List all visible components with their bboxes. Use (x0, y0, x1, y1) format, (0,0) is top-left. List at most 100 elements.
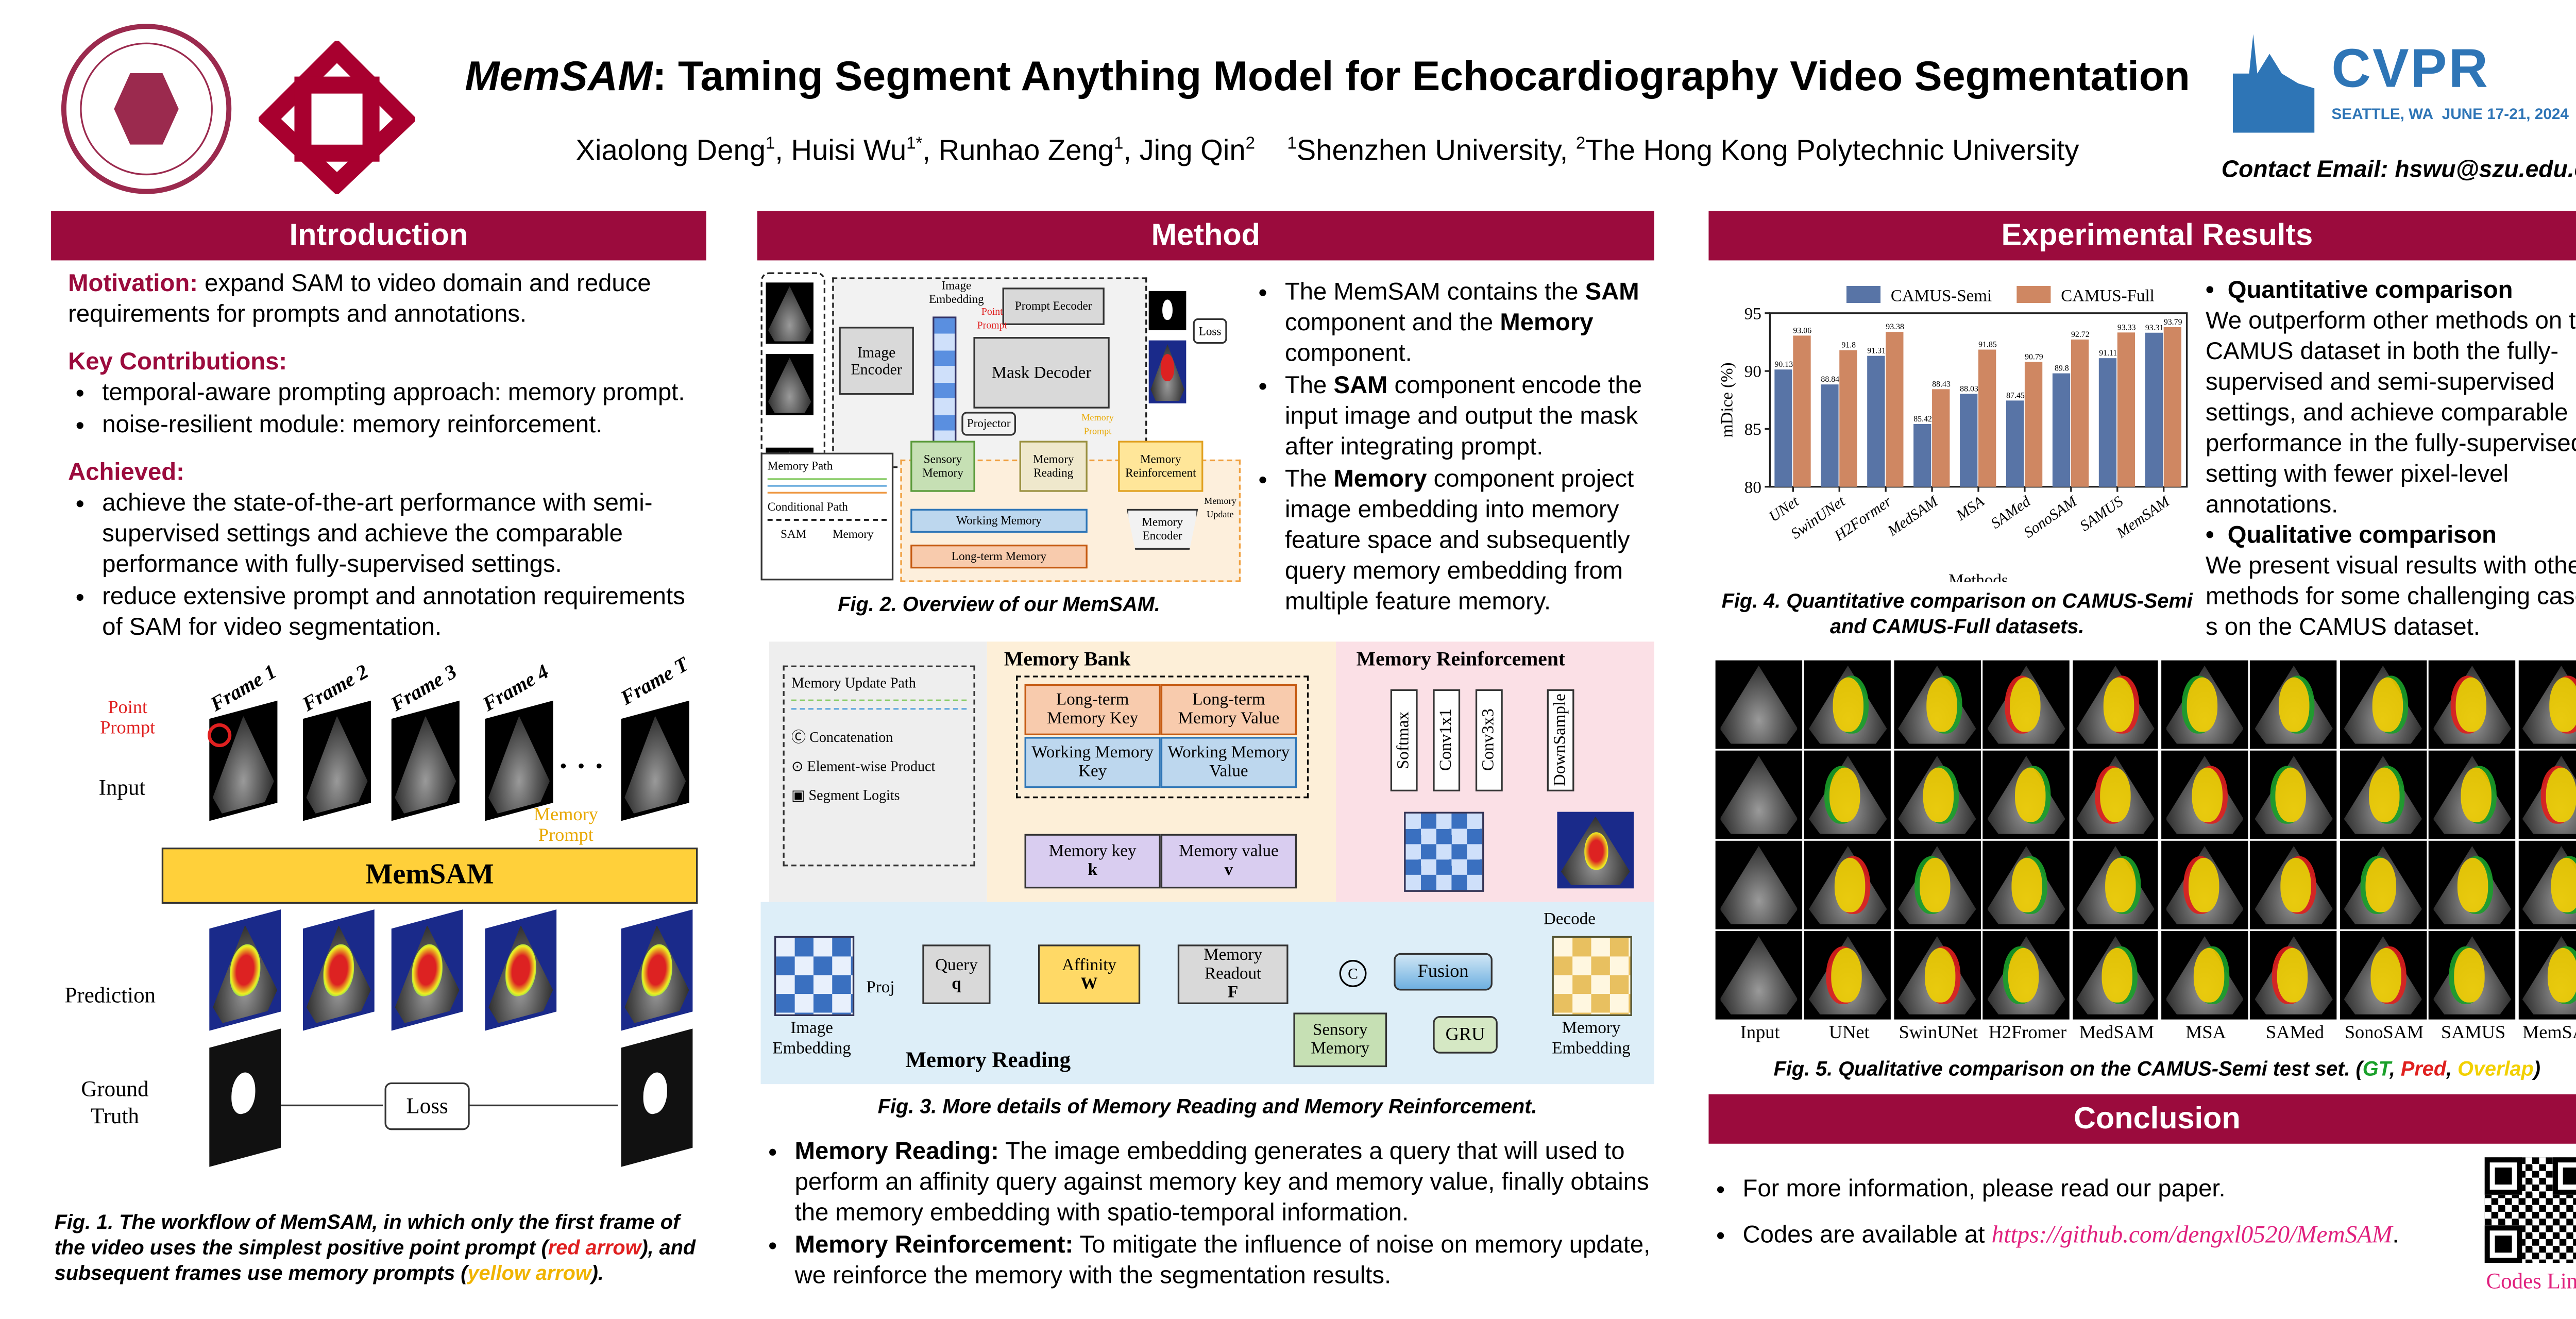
legend-label: CAMUS-Full (2061, 287, 2155, 306)
x-tick-label: MemSAM (2113, 493, 2174, 542)
x-tick-label: UNet (1766, 493, 1802, 526)
result-thumbnail (1893, 660, 1980, 748)
segmentation-overlay (2278, 948, 2309, 1003)
skyline-icon (2232, 34, 2315, 133)
segmentation-overlay (1835, 857, 1866, 912)
x-tick-label: SonoSAM (2021, 493, 2081, 542)
result-thumbnail (1804, 660, 1891, 748)
segmentation-overlay (2456, 677, 2487, 732)
figure-5-caption: Fig. 5. Qualitative comparison on the CA… (1773, 1057, 2540, 1081)
result-thumbnail (1804, 840, 1891, 928)
data-label: 91.8 (1841, 341, 1856, 350)
segmentation-overlay (2103, 677, 2133, 732)
result-thumbnail (2429, 931, 2516, 1019)
result-thumbnail (1715, 840, 1802, 928)
method-label: SAMUS (2441, 1023, 2506, 1043)
result-thumbnail (1715, 660, 1802, 748)
x-tick-label: MedSAM (1885, 493, 1942, 539)
memsam-block: MemSAM (161, 848, 698, 904)
data-label: 87.45 (2006, 391, 2025, 400)
segmentation-overlay (2015, 767, 2046, 822)
bar-camus-full (2117, 332, 2136, 487)
data-label: 93.33 (2117, 323, 2136, 332)
segmentation-overlay (2547, 948, 2576, 1003)
ground-truth-label: Ground Truth (81, 1075, 149, 1129)
input-label: Input (98, 774, 146, 800)
segmentation-overlay (1924, 948, 1955, 1003)
result-thumbnail (2250, 840, 2337, 928)
data-label: 93.31 (2145, 324, 2164, 332)
figure-4-caption: Fig. 4. Quantitative comparison on CAMUS… (1721, 588, 2193, 638)
mask-decoder-box: Mask Decoder (973, 337, 1110, 409)
segmentation-overlay (2193, 948, 2225, 1003)
figure-3: Memory Update Path Ⓒ Concatenation ⊙ Ele… (760, 638, 1654, 1085)
result-thumbnail (2340, 840, 2427, 928)
data-label: 91.31 (1867, 347, 1886, 356)
frames (51, 672, 706, 1200)
result-thumbnail (2250, 750, 2337, 838)
y-axis-label: mDice (%) (1718, 362, 1737, 437)
qr-code[interactable] (2484, 1157, 2576, 1263)
segmentation-overlay (2276, 767, 2307, 822)
result-thumbnail (2518, 931, 2576, 1019)
bar-camus-full (2024, 362, 2043, 487)
segmentation-overlay (2365, 857, 2396, 912)
bar-camus-semi (1913, 424, 1931, 487)
intro-text: Motivation: expand SAM to video domain a… (68, 269, 698, 645)
bar-camus-full (2163, 327, 2182, 487)
result-thumbnail (2161, 840, 2248, 928)
result-thumbnail (2340, 660, 2427, 748)
method-label: Input (1740, 1023, 1780, 1043)
result-thumbnail (2161, 931, 2248, 1019)
segmentation-overlay (2281, 857, 2312, 912)
result-thumbnail (1893, 750, 1980, 838)
loss-box: Loss (384, 1082, 470, 1130)
result-thumbnail (2518, 660, 2576, 748)
segmentation-overlay (1919, 857, 1950, 912)
y-tick-label: 85 (1744, 420, 1761, 439)
result-thumbnail (2072, 931, 2159, 1019)
data-label: 89.8 (2055, 364, 2069, 373)
result-thumbnail (1982, 931, 2070, 1019)
method-label: UNet (1828, 1023, 1870, 1043)
result-thumbnail (2072, 750, 2159, 838)
result-thumbnail (2250, 660, 2337, 748)
segmentation-overlay (2370, 948, 2401, 1003)
data-label: 90.13 (1775, 360, 1793, 369)
segmentation-overlay (1832, 948, 1863, 1003)
segmentation-overlay (2548, 677, 2576, 732)
code-link[interactable]: https://github.com/dengxl0520/MemSAM (1991, 1222, 2393, 1249)
figure-3-caption: Fig. 3. More details of Memory Reading a… (877, 1094, 1537, 1119)
result-thumbnail (1893, 840, 1980, 928)
data-label: 88.43 (1932, 380, 1951, 388)
result-thumbnail (1982, 840, 2070, 928)
segmentation-overlay (2188, 857, 2219, 912)
data-label: 91.11 (2099, 349, 2117, 358)
method-label: H2Fromer (1988, 1023, 2067, 1043)
result-thumbnail (2072, 840, 2159, 928)
segmentation-overlay (2187, 677, 2218, 732)
poster-title: MemSAM: Taming Segment Anything Model fo… (465, 54, 2190, 100)
result-thumbnail (1893, 931, 1980, 1019)
segmentation-overlay (2458, 857, 2488, 912)
polyu-logo (257, 39, 417, 196)
y-tick-label: 95 (1744, 305, 1761, 323)
bar-camus-semi (2052, 373, 2071, 487)
segmentation-overlay (2012, 857, 2043, 912)
figure-2-caption: Fig. 2. Overview of our MemSAM. (838, 592, 1160, 616)
data-label: 85.42 (1913, 415, 1932, 424)
segmentation-overlay (2010, 677, 2041, 732)
section-conclusion: Conclusion (1708, 1094, 2576, 1144)
result-thumbnail (1982, 750, 2070, 838)
results-text: • Quantitative comparison We outperform … (2205, 277, 2576, 642)
segmentation-overlay (1830, 767, 1861, 822)
conclusion-text: For more information, please read our pa… (1708, 1174, 2474, 1253)
segmentation-overlay (2550, 857, 2576, 912)
bar-camus-full (1839, 350, 1857, 487)
result-thumbnail (1715, 931, 1802, 1019)
bar-camus-semi (2098, 358, 2117, 487)
segmentation-overlay (1922, 767, 1954, 822)
method-bullets: The MemSAM contains the SAM component an… (1251, 277, 1651, 619)
